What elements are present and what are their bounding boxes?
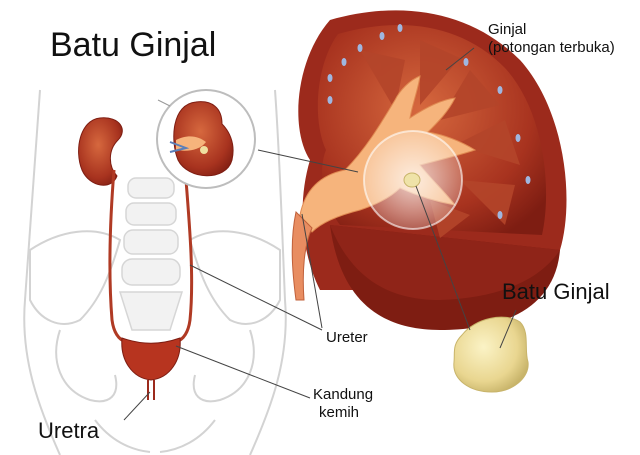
body-outline [23, 89, 287, 455]
label-ureter: Ureter [326, 329, 368, 346]
label-kidney-stone: Batu Ginjal [502, 279, 610, 304]
label-bladder-line1: Kandung [313, 386, 374, 403]
leader-lines [123, 47, 517, 421]
label-bladder: Kandung kemih [313, 386, 373, 422]
magnifier-connector-top [157, 99, 171, 107]
body-bladder [121, 337, 181, 381]
kidney-cross-section [291, 10, 567, 330]
body-urethra [147, 380, 155, 400]
label-kidney-section-line1: Ginjal [488, 21, 527, 38]
label-kidney-section: Ginjal (potongan terbuka) [488, 21, 615, 57]
label-kidney-section-line2: (potongan terbuka) [488, 39, 615, 56]
diagram-title: Batu Ginjal [50, 26, 217, 64]
kidney-stone [453, 316, 529, 393]
body-ureter-right [175, 179, 194, 344]
magnifier-inset [156, 89, 256, 189]
label-bladder-line2: kemih [319, 404, 360, 421]
body-ureter-left [108, 169, 127, 344]
spine [118, 177, 184, 331]
body-kidney-left [78, 117, 123, 186]
label-urethra: Uretra [38, 418, 100, 443]
